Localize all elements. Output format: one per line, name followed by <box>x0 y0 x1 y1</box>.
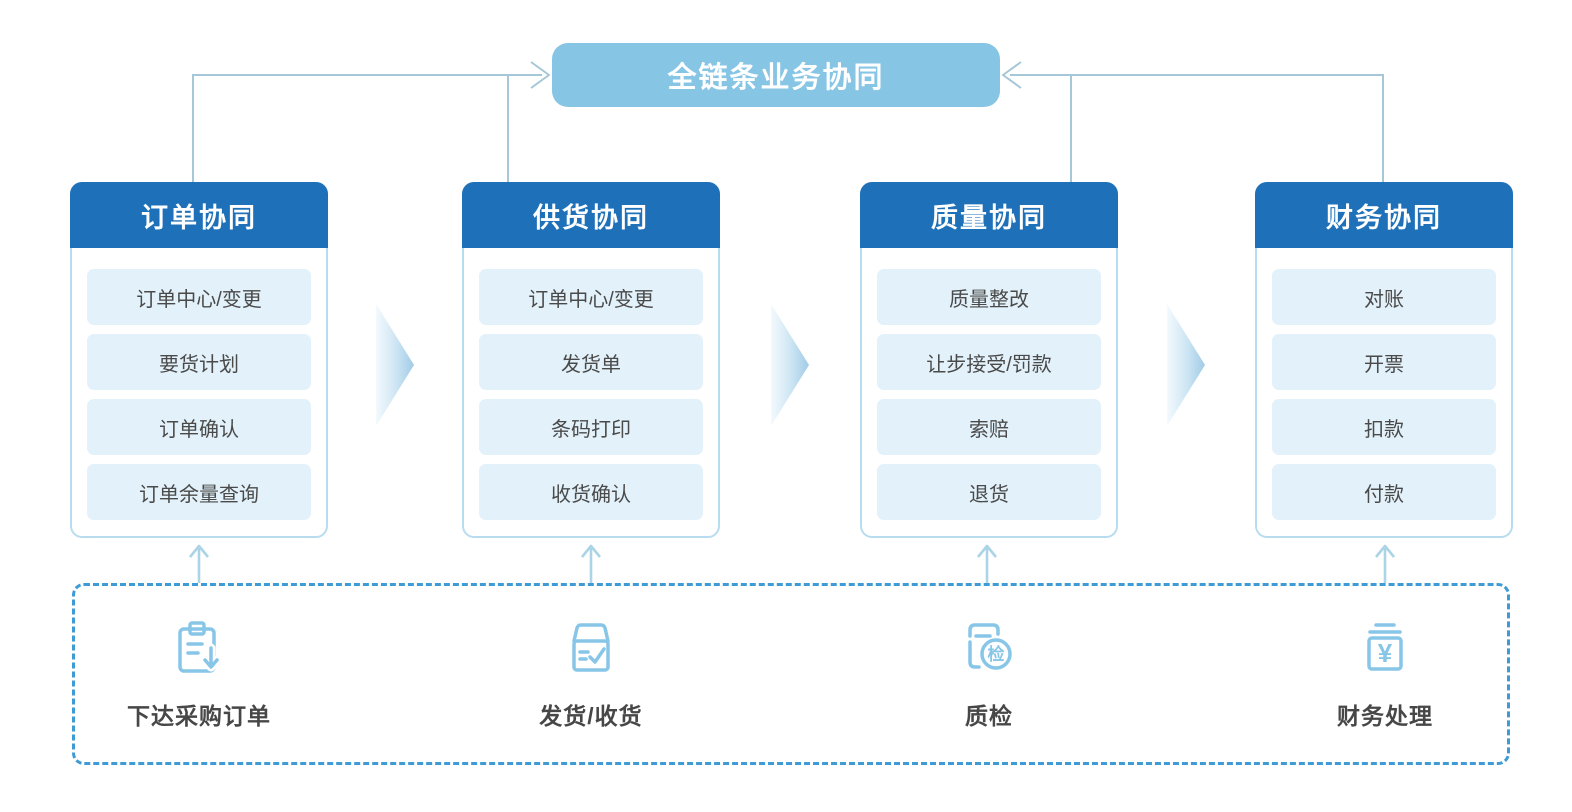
step-label: 质检 <box>965 703 1013 729</box>
list-item: 订单余量查询 <box>87 464 311 520</box>
column-header: 财务协同 <box>1255 182 1513 248</box>
connector-col1-to-top <box>192 74 542 182</box>
column-header: 质量协同 <box>860 182 1118 248</box>
list-item: 订单确认 <box>87 399 311 455</box>
column-body: 对账 开票 扣款 付款 <box>1257 248 1511 520</box>
up-arrow-col3-icon <box>976 544 998 583</box>
column-quality-collaboration: 质量协同 质量整改 让步接受/罚款 索赔 退货 <box>860 182 1118 538</box>
list-item: 发货单 <box>479 334 703 390</box>
column-body: 订单中心/变更 要货计划 订单确认 订单余量查询 <box>72 248 326 520</box>
list-item: 订单中心/变更 <box>479 269 703 325</box>
step-label: 下达采购订单 <box>127 703 271 729</box>
up-arrow-col1-icon <box>188 544 210 583</box>
list-item: 订单中心/变更 <box>87 269 311 325</box>
connector-col4-to-top <box>1010 74 1384 182</box>
list-item: 条码打印 <box>479 399 703 455</box>
list-item: 让步接受/罚款 <box>877 334 1101 390</box>
inspection-doc-icon: 检 <box>968 623 1012 670</box>
arrowhead-into-top-right-icon <box>1002 61 1022 89</box>
top-box-label: 全链条业务协同 <box>667 62 885 94</box>
up-arrow-col4-icon <box>1374 544 1396 583</box>
step-issue-purchase-order: 下达采购订单 <box>49 616 349 731</box>
step-label: 发货/收货 <box>539 703 643 729</box>
yuan-glyph: ¥ <box>1378 638 1393 668</box>
process-steps-zone <box>72 583 1510 765</box>
step-quality-inspection: 检 质检 <box>839 616 1139 731</box>
list-item: 要货计划 <box>87 334 311 390</box>
column-supply-collaboration: 供货协同 订单中心/变更 发货单 条码打印 收货确认 <box>462 182 720 538</box>
column-finance-collaboration: 财务协同 对账 开票 扣款 付款 <box>1255 182 1513 538</box>
list-item: 质量整改 <box>877 269 1101 325</box>
list-item: 开票 <box>1272 334 1496 390</box>
finance-money-icon: ¥ <box>1367 623 1403 671</box>
top-box-full-chain-collaboration: 全链条业务协同 <box>552 43 1000 107</box>
step-ship-receive: 发货/收货 <box>441 616 741 731</box>
column-header: 供货协同 <box>462 182 720 248</box>
column-body: 订单中心/变更 发货单 条码打印 收货确认 <box>464 248 718 520</box>
inspection-glyph: 检 <box>988 644 1005 664</box>
clipboard-order-icon <box>178 621 222 673</box>
step-finance-processing: ¥ 财务处理 <box>1235 616 1535 731</box>
column-order-collaboration: 订单协同 订单中心/变更 要货计划 订单确认 订单余量查询 <box>70 182 328 538</box>
list-item: 扣款 <box>1272 399 1496 455</box>
step-label: 财务处理 <box>1337 703 1433 729</box>
list-item: 退货 <box>877 464 1101 520</box>
arrowhead-into-top-left-icon <box>530 61 550 89</box>
column-body: 质量整改 让步接受/罚款 索赔 退货 <box>862 248 1116 520</box>
list-item: 索赔 <box>877 399 1101 455</box>
column-header: 订单协同 <box>70 182 328 248</box>
package-check-icon <box>572 623 610 672</box>
list-item: 付款 <box>1272 464 1496 520</box>
list-item: 收货确认 <box>479 464 703 520</box>
list-item: 对账 <box>1272 269 1496 325</box>
up-arrow-col2-icon <box>580 544 602 583</box>
